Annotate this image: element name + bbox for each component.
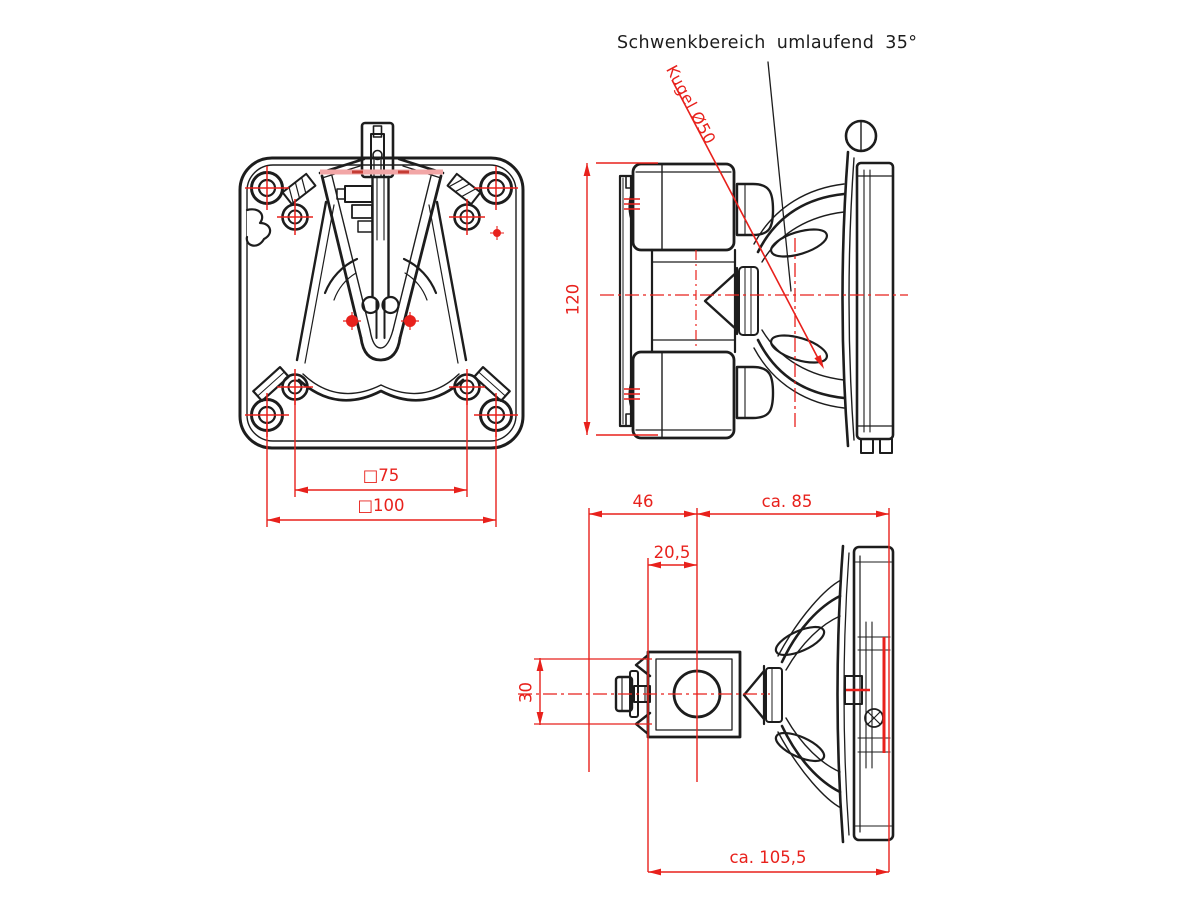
dim-depth-ca85: ca. 85 bbox=[761, 492, 813, 511]
front-view-dimensions bbox=[245, 166, 518, 527]
dim-depth-46: 46 bbox=[632, 492, 654, 511]
top-view-geometry bbox=[614, 544, 895, 844]
dim-offset-20-5: 20,5 bbox=[653, 543, 691, 562]
side-view-geometry bbox=[618, 61, 895, 454]
top-view-dimensions bbox=[518, 508, 890, 876]
dim-height-120: 120 bbox=[563, 283, 583, 316]
side-view-dimensions bbox=[583, 79, 908, 436]
dim-height-30: 30 bbox=[516, 682, 536, 703]
dim-vesa-100: □100 bbox=[357, 496, 405, 515]
dim-total-ca105-5: ca. 105,5 bbox=[729, 848, 807, 867]
dim-vesa-75: □75 bbox=[362, 466, 400, 485]
swivel-range-note: Schwenkbereich umlaufend 35° bbox=[617, 33, 918, 53]
